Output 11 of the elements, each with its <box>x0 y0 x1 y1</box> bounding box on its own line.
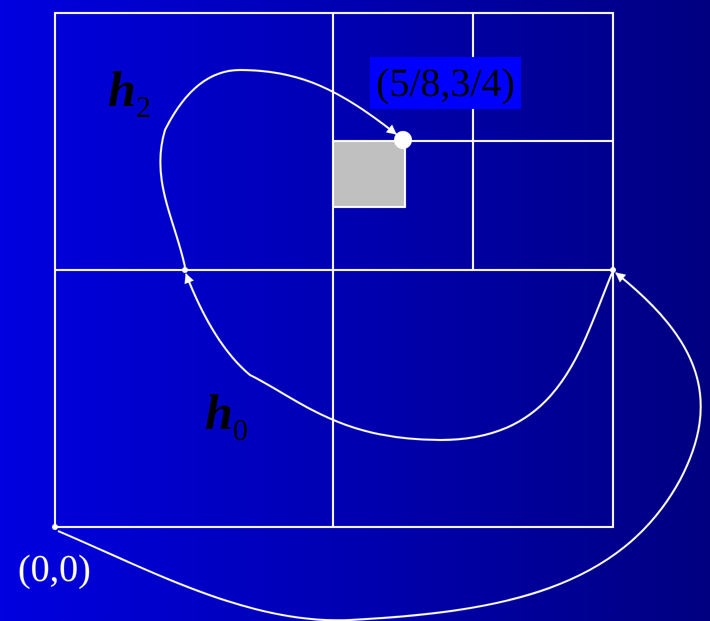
curve-endpoint <box>52 524 58 530</box>
curve-endpoint <box>610 267 616 273</box>
curve-arrow <box>159 69 397 268</box>
curve-label: h$_{2}$ <box>108 62 151 124</box>
curve-arrow <box>58 272 702 621</box>
point-coordinate: (5/8,3/4) <box>370 57 521 109</box>
point-marker <box>394 131 412 149</box>
origin-coordinate: (0,0) <box>17 547 92 592</box>
curve-endpoint <box>182 267 188 273</box>
curve-arrow <box>184 272 613 441</box>
curve-label: h$_{0}$ <box>205 385 248 447</box>
